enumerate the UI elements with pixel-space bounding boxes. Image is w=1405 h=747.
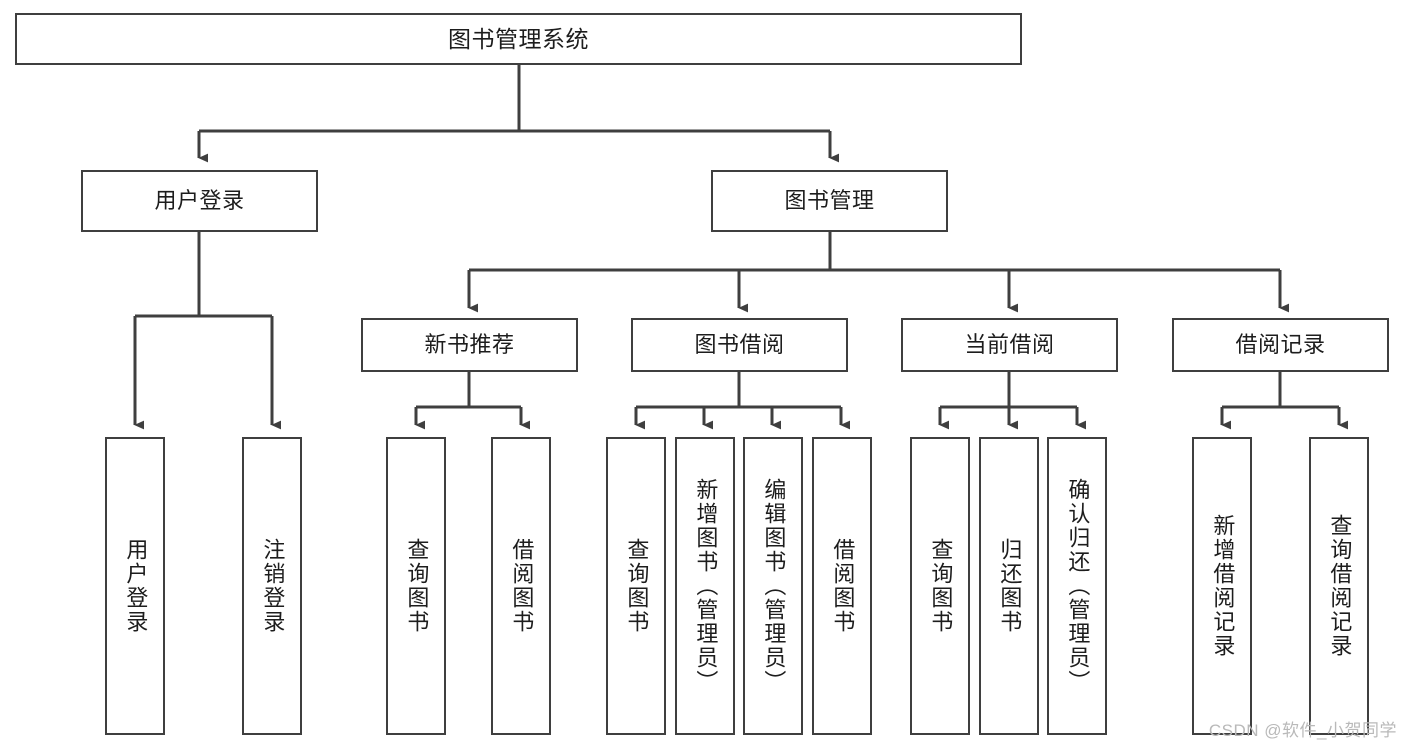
leaf-confirm-return-admin[interactable]: 确认归还（管理员）	[1047, 437, 1107, 735]
leaf-label: 借阅图书	[830, 538, 856, 634]
node-book-management[interactable]: 图书管理	[711, 170, 948, 232]
leaf-label: 编辑图书（管理员）	[761, 478, 787, 694]
leaf-query-books-new[interactable]: 查询图书	[386, 437, 446, 735]
node-borrow-record[interactable]: 借阅记录	[1172, 318, 1389, 372]
leaf-return-books[interactable]: 归还图书	[979, 437, 1039, 735]
node-book-management-system[interactable]: 图书管理系统	[15, 13, 1022, 65]
leaf-label: 确认归还（管理员）	[1065, 478, 1091, 694]
leaf-borrow-books-borrow[interactable]: 借阅图书	[812, 437, 872, 735]
node-new-book-recommend[interactable]: 新书推荐	[361, 318, 578, 372]
leaf-label: 查询图书	[928, 538, 954, 634]
leaf-label: 归还图书	[997, 538, 1023, 634]
leaf-borrow-books-new[interactable]: 借阅图书	[491, 437, 551, 735]
node-current-borrow[interactable]: 当前借阅	[901, 318, 1118, 372]
leaf-add-book-admin[interactable]: 新增图书（管理员）	[675, 437, 735, 735]
node-label: 图书借阅	[694, 332, 785, 358]
leaf-label: 查询图书	[404, 538, 430, 634]
leaf-user-login[interactable]: 用户登录	[105, 437, 165, 735]
leaf-query-books-borrow[interactable]: 查询图书	[606, 437, 666, 735]
node-label: 当前借阅	[964, 332, 1055, 358]
node-label: 用户登录	[154, 188, 245, 214]
node-label: 图书管理系统	[448, 25, 589, 52]
leaf-logout-login[interactable]: 注销登录	[242, 437, 302, 735]
node-label: 新书推荐	[424, 332, 515, 358]
node-user-login[interactable]: 用户登录	[81, 170, 318, 232]
leaf-label: 注销登录	[260, 538, 286, 634]
leaf-label: 用户登录	[123, 538, 149, 634]
leaf-label: 借阅图书	[509, 538, 535, 634]
node-book-borrow[interactable]: 图书借阅	[631, 318, 848, 372]
leaf-label: 查询借阅记录	[1327, 514, 1353, 658]
leaf-query-borrow-record[interactable]: 查询借阅记录	[1309, 437, 1369, 735]
leaf-add-borrow-record[interactable]: 新增借阅记录	[1192, 437, 1252, 735]
leaf-edit-book-admin[interactable]: 编辑图书（管理员）	[743, 437, 803, 735]
node-label: 图书管理	[784, 188, 875, 214]
leaf-label: 新增图书（管理员）	[693, 478, 719, 694]
node-label: 借阅记录	[1235, 332, 1326, 358]
leaf-label: 查询图书	[624, 538, 650, 634]
leaf-query-books-current[interactable]: 查询图书	[910, 437, 970, 735]
leaf-label: 新增借阅记录	[1210, 514, 1236, 658]
